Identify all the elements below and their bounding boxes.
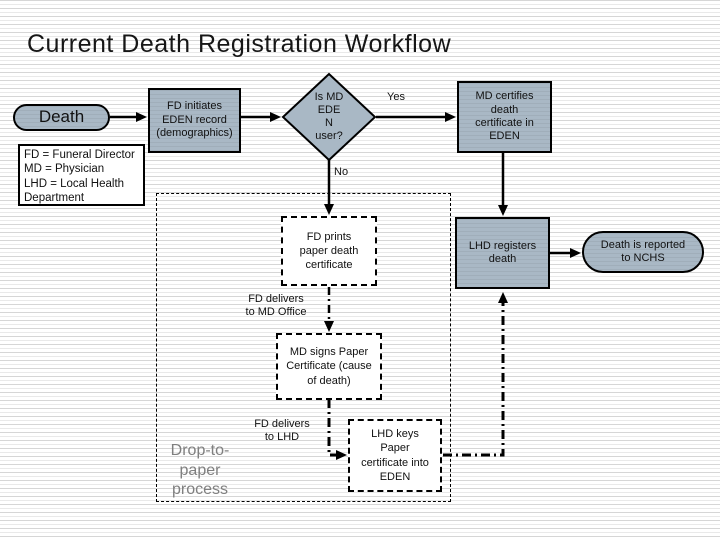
connector-lhd-keys-to-lhd-registers bbox=[443, 302, 505, 457]
arrowhead-into-md-certifies bbox=[445, 112, 456, 122]
arrowhead-into-lhd-registers-bottom bbox=[498, 292, 508, 303]
arrowhead-into-lhd-registers-top bbox=[498, 205, 508, 216]
arrowhead-into-nchs-oval bbox=[570, 248, 581, 258]
arrowhead-into-decision bbox=[270, 112, 281, 122]
node-death: Death bbox=[13, 104, 110, 131]
edge-label-yes: Yes bbox=[387, 91, 405, 103]
edge-label-no: No bbox=[334, 166, 349, 178]
arrowhead-into-fd-initiates bbox=[136, 112, 147, 122]
slide-title: Current Death Registration Workflow bbox=[27, 30, 452, 58]
